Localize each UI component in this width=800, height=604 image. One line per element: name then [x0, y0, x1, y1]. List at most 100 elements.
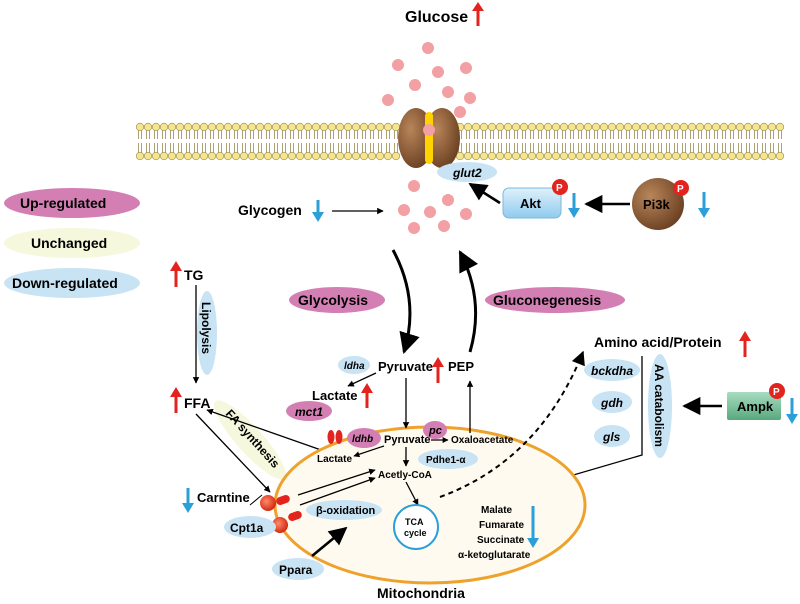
glut2-transporter-icon: [398, 108, 460, 168]
tca-metabolite-succinate: Succinate: [477, 535, 525, 546]
arrow-up-icon: [432, 357, 444, 383]
legend-down-swatch: [4, 268, 140, 298]
mct1-label: mct1: [295, 405, 323, 419]
arrow-up-icon: [472, 2, 484, 26]
cpt1a-label: Cpt1a: [230, 521, 264, 535]
pyruvate-label: Pyruvate: [378, 359, 433, 374]
cpt1a-transporter-icon: [260, 494, 302, 533]
acetyl-coa-label: Acetly-CoA: [378, 470, 432, 481]
gdh-badge: [592, 391, 632, 413]
tca-to-amino-acid-dashed-arrow: [439, 350, 585, 498]
mito-pyruvate-label: Pyruvate: [384, 434, 430, 446]
ppara-badge: [272, 558, 324, 580]
glycogen-label: Glycogen: [238, 202, 302, 218]
pyruvate-to-lactate-arrow: [347, 372, 377, 387]
legend: Up-regulated Unchanged Down-regulated: [4, 188, 140, 298]
pep-label: PEP: [448, 359, 474, 374]
glucose-molecules-inside: [398, 180, 472, 234]
cell-membrane: [135, 122, 785, 161]
glucose-dot: [424, 206, 436, 218]
gluconeogenesis-label: Gluconegenesis: [493, 292, 601, 308]
gls-label: gls: [602, 430, 621, 444]
tca-metabolite-fumarate: Fumarate: [479, 520, 524, 531]
gls-badge: [594, 425, 630, 447]
gluconeogenesis-badge: [485, 287, 625, 313]
carntine-link-line: [249, 494, 263, 506]
arrow-up-icon: [170, 261, 182, 287]
ffa-label: FFA: [184, 395, 210, 411]
pc-badge: [423, 421, 447, 439]
glucose-dot: [422, 42, 434, 54]
aa-catabolism-badge: [648, 354, 672, 458]
akt-box: [502, 187, 562, 219]
pc-label: pc: [428, 425, 442, 437]
pdhe1a-label: Pdhe1-α: [426, 455, 466, 466]
arrow-down-icon: [698, 192, 710, 218]
glucose-dot: [464, 92, 476, 104]
glycolysis-arrow: [391, 249, 420, 355]
lipolysis-label: Lipolysis: [199, 302, 213, 354]
tg-label: TG: [184, 267, 204, 283]
glut2-label: glut2: [452, 166, 482, 180]
glucose-dot: [438, 220, 450, 232]
arrow-down-icon: [312, 200, 324, 222]
legend-unchanged-label: Unchanged: [31, 235, 107, 251]
glucose-label: Glucose: [405, 9, 468, 26]
gluconeogenesis-arrow: [458, 250, 479, 353]
glucose-dot: [398, 204, 410, 216]
carntine-label: Carntine: [197, 490, 250, 505]
tca-metabolite-malate: Malate: [481, 505, 513, 516]
tca-cycle-circle: [393, 504, 439, 550]
lactate-label: Lactate: [312, 388, 358, 403]
arrow-up-icon: [739, 331, 751, 357]
tca-label-1: TCA: [405, 517, 424, 527]
bckdha-badge: [584, 359, 640, 381]
beta-oxidation-label: β-oxidation: [316, 505, 376, 517]
arrow-down-icon: [182, 488, 194, 513]
glycolysis-badge: [289, 287, 385, 313]
arrow-up-icon: [170, 387, 182, 413]
glucose-dot: [408, 180, 420, 192]
cpt1a-to-acetylcoa-arrow: [297, 468, 376, 496]
legend-up-label: Up-regulated: [20, 195, 106, 211]
gdh-label: gdh: [600, 396, 623, 410]
glut2-badge: [437, 162, 497, 182]
beta-oxidation-badge: [306, 500, 382, 520]
beta-oxidation-to-acetylcoa-arrow: [299, 476, 376, 506]
akt-phospho-label: P: [556, 183, 563, 194]
mitochondria-label: Mitochondria: [377, 585, 465, 601]
oxaloacetate-label: Oxaloacetate: [451, 435, 514, 446]
glucose-dot: [432, 66, 444, 78]
akt-label: Akt: [520, 196, 542, 211]
ampk-label: Ampk: [737, 399, 774, 414]
pi3k-phospho-label: P: [677, 184, 684, 195]
ampk-box: [727, 392, 781, 420]
pi3k-circle: [632, 178, 684, 230]
glucose-dot: [408, 222, 420, 234]
arrow-down-icon: [527, 506, 539, 548]
mito-pyruvate-to-lactate-arrow: [353, 445, 385, 458]
glycolysis-label: Glycolysis: [298, 292, 368, 308]
glucose-dot: [460, 208, 472, 220]
ampk-phospho-icon: [769, 383, 785, 399]
tca-label-2: cycle: [404, 528, 427, 538]
aa-catabolism-label: AA catabolism: [652, 364, 666, 447]
ppara-to-beta-oxidation-arrow: [311, 526, 348, 558]
legend-up-swatch: [4, 188, 140, 218]
akt-to-glut2-arrow: [468, 182, 501, 205]
ldha-badge: [338, 356, 370, 374]
tca-metabolite-akg: α-ketoglutarate: [458, 550, 531, 561]
arrow-down-icon: [568, 193, 580, 218]
acetylcoa-to-tca-arrow: [405, 481, 419, 506]
amino-acid-label: Amino acid/Protein: [594, 334, 722, 350]
glucose-dot: [454, 106, 466, 118]
akt-phospho-icon: [552, 179, 568, 195]
mct1-badge: [286, 401, 332, 421]
mito-lactate-label: Lactate: [317, 454, 352, 465]
pi3k-label: Pi3k: [643, 197, 671, 212]
cpt1a-badge: [224, 516, 276, 538]
glucose-dot: [442, 86, 454, 98]
ampk-phospho-label: P: [773, 387, 780, 398]
glucose-dot: [409, 79, 421, 91]
